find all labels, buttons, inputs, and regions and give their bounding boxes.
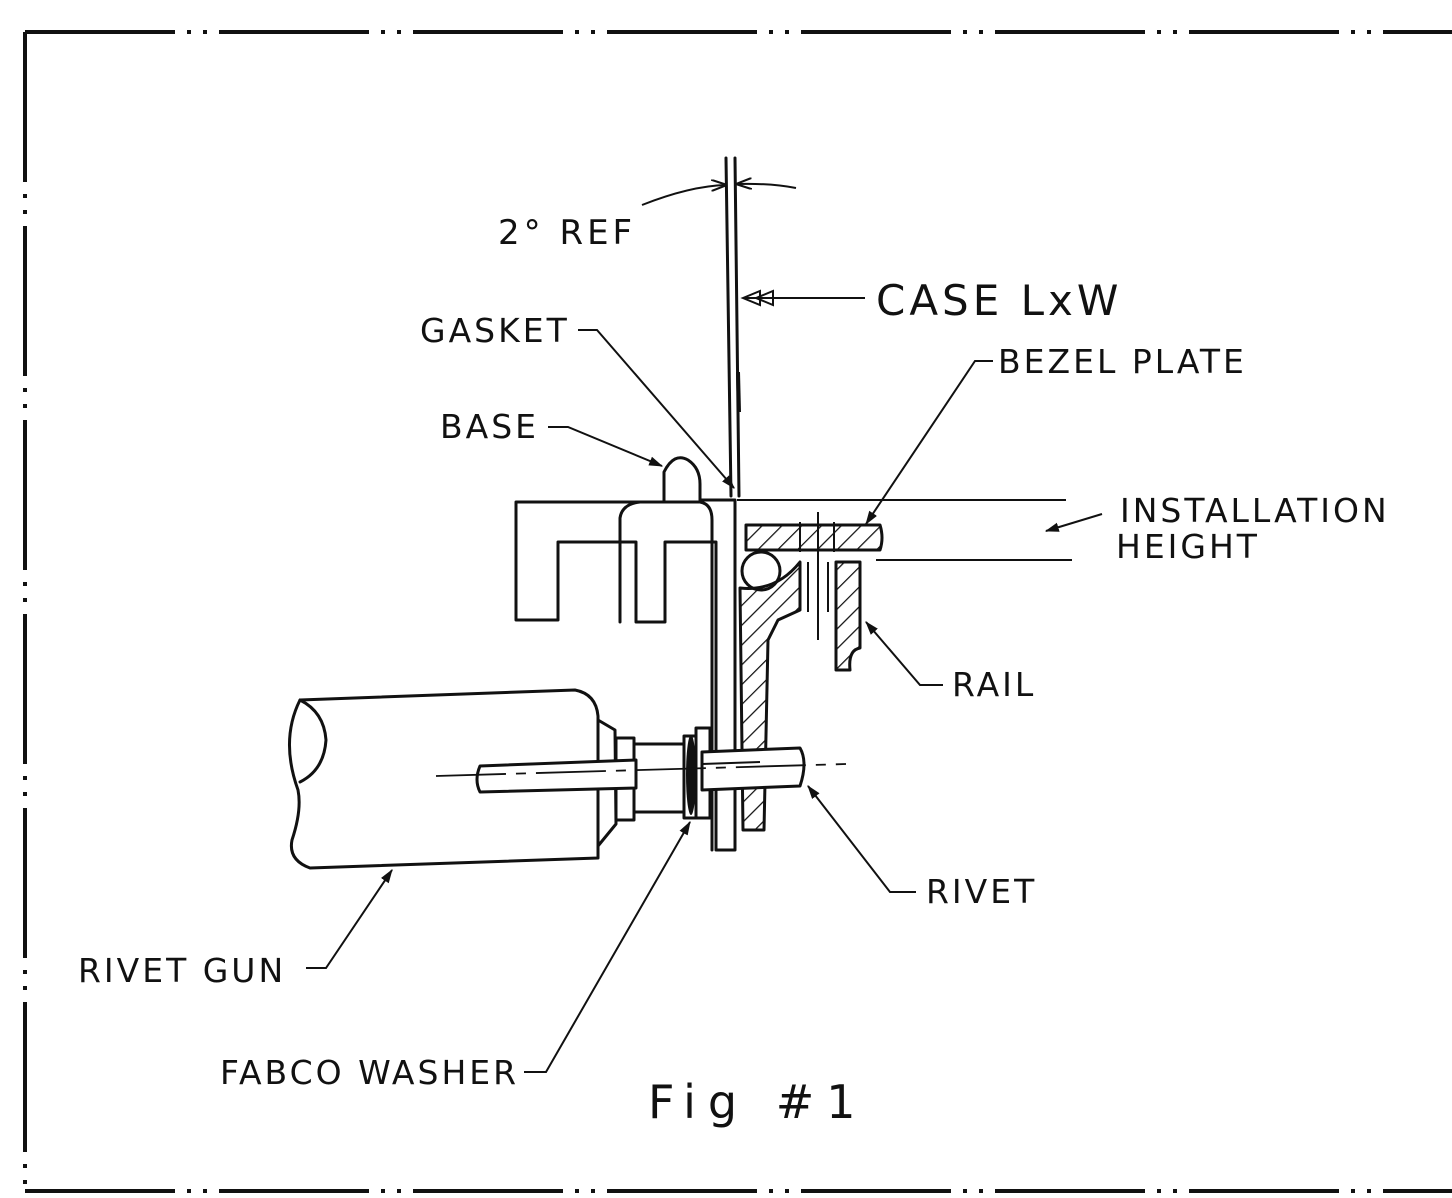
case-label: CASE LxW bbox=[876, 276, 1122, 325]
gasket-label: GASKET bbox=[420, 311, 570, 350]
fabco-washer-callout: FABCO WASHER bbox=[220, 820, 691, 1092]
base-callout: BASE bbox=[440, 407, 664, 467]
rivet-gun-label: RIVET GUN bbox=[78, 951, 286, 990]
drawing-border bbox=[23, 30, 1452, 1193]
angle-label: 2° REF bbox=[498, 213, 636, 253]
rivet-callout: RIVET bbox=[807, 785, 1037, 911]
installation-height-label-line1: INSTALLATION bbox=[1120, 491, 1390, 530]
case-wall bbox=[724, 156, 741, 498]
rivet-label: RIVET bbox=[926, 872, 1037, 911]
bezel-plate-callout: BEZEL PLATE bbox=[865, 342, 1247, 525]
angle-dimension: 2° REF bbox=[498, 184, 797, 253]
bezel-plate-label: BEZEL PLATE bbox=[998, 342, 1247, 381]
installation-height-label-line2: HEIGHT bbox=[1116, 527, 1260, 566]
base-part bbox=[514, 456, 737, 852]
bezel-plate-part bbox=[744, 523, 884, 552]
base-label: BASE bbox=[440, 407, 539, 446]
installation-height-dimension: INSTALLATION HEIGHT bbox=[737, 491, 1390, 566]
fabco-washer-label: FABCO WASHER bbox=[220, 1053, 519, 1092]
figure-caption: Fig #1 bbox=[648, 1075, 868, 1129]
rail-label: RAIL bbox=[952, 665, 1036, 704]
rail-flange bbox=[834, 560, 862, 672]
rail-callout: RAIL bbox=[865, 621, 1036, 704]
rivet-part bbox=[700, 746, 806, 792]
base-inner-line bbox=[618, 500, 714, 852]
rivet-gun bbox=[288, 688, 712, 870]
rivet-gun-callout: RIVET GUN bbox=[78, 869, 393, 990]
rivet-centerline bbox=[435, 763, 847, 777]
case-callout: CASE LxW bbox=[740, 276, 1122, 325]
rail-part bbox=[738, 560, 802, 832]
gasket-callout: GASKET bbox=[420, 311, 735, 489]
